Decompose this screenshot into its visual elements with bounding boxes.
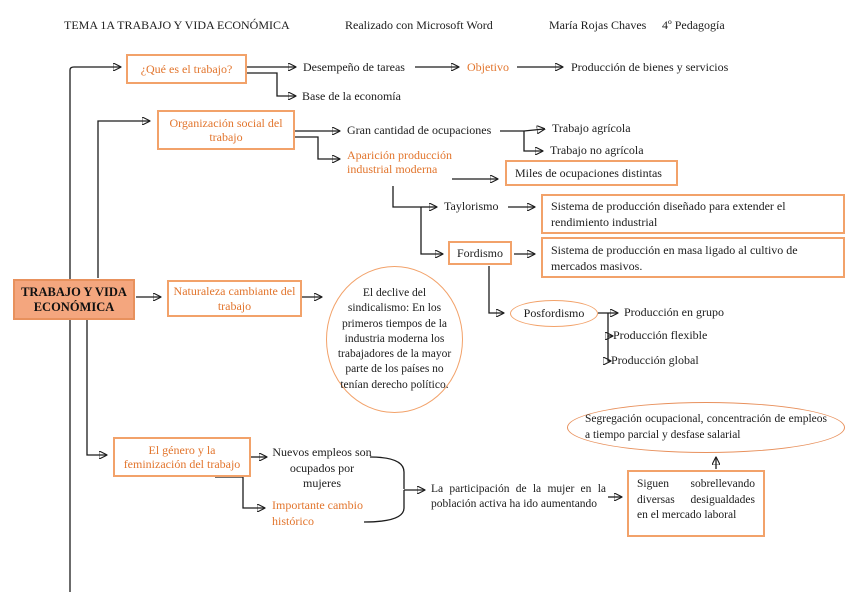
node-segregacion-ocupacional: Segregación ocupacional, concentración d… bbox=[567, 402, 845, 453]
made-with-note: Realizado con Microsoft Word bbox=[345, 18, 493, 32]
node-produccion-en-grupo: Producción en grupo bbox=[624, 305, 724, 319]
document-title: TEMA 1A TRABAJO Y VIDA ECONÓMICA bbox=[64, 18, 290, 32]
node-organizacion-social: Organización social del trabajo bbox=[157, 110, 295, 150]
node-declive-sindicalismo: El declive del sindicalismo: En los prim… bbox=[326, 266, 463, 413]
author-course: 4º Pedagogía bbox=[662, 18, 725, 32]
author-name: María Rojas Chaves bbox=[549, 18, 647, 32]
node-gran-cantidad-ocupaciones: Gran cantidad de ocupaciones bbox=[347, 123, 492, 137]
node-posfordismo: Posfordismo bbox=[510, 300, 598, 327]
connector-posfordismo-global bbox=[608, 336, 610, 361]
node-root: TRABAJO Y VIDA ECONÓMICA bbox=[13, 279, 135, 320]
connector-trunk-to-b1 bbox=[69, 67, 120, 592]
node-objetivo: Objetivo bbox=[467, 60, 509, 74]
connector-b4-importante bbox=[215, 476, 264, 508]
connector-to-fordismo bbox=[420, 207, 442, 254]
connector-bracket-bottom bbox=[363, 490, 405, 523]
segregacion-ocupacional-text: Segregación ocupacional, concentración d… bbox=[585, 413, 827, 441]
node-base-economia: Base de la economía bbox=[302, 89, 401, 103]
connector-root-to-b4 bbox=[86, 320, 106, 455]
node-fordismo-definicion: Sistema de producción en masa ligado al … bbox=[541, 237, 845, 278]
node-desempeno-de-tareas: Desempeño de tareas bbox=[303, 60, 405, 74]
node-participacion-mujer: La participación de la mujer en la pobla… bbox=[431, 483, 606, 510]
node-produccion-flexible: Producción flexible bbox=[613, 328, 708, 342]
connector-b1-base bbox=[247, 72, 295, 96]
declive-sindicalismo-text: El declive del sindicalismo: En los prim… bbox=[337, 286, 452, 391]
node-que-es-el-trabajo: ¿Qué es el trabajo? bbox=[126, 54, 247, 84]
connector-root-to-b2 bbox=[97, 121, 149, 278]
node-naturaleza-cambiante: Naturaleza cambiante del trabajo bbox=[167, 280, 302, 317]
node-taylorismo: Taylorismo bbox=[444, 199, 499, 213]
connector-b2-aparicion bbox=[295, 136, 339, 159]
node-genero-feminizacion: El género y la feminización del trabajo bbox=[113, 437, 251, 477]
node-importante-cambio: Importante cambio histórico bbox=[272, 498, 363, 528]
connector-fork-agricola bbox=[523, 129, 544, 131]
posfordismo-label: Posfordismo bbox=[523, 305, 585, 320]
node-aparicion-produccion-industrial: Aparición producción industrial moderna bbox=[347, 148, 452, 176]
node-produccion-global: Producción global bbox=[611, 353, 699, 367]
node-nuevos-empleos: Nuevos empleos son ocupados por mujeres bbox=[272, 445, 372, 490]
connector-bracket-top bbox=[369, 456, 405, 489]
node-produccion-bienes-servicios: Producción de bienes y servicios bbox=[571, 60, 729, 74]
connector-fork-no-agricola bbox=[523, 131, 542, 151]
node-fordismo: Fordismo bbox=[448, 241, 512, 265]
node-miles-ocupaciones: Miles de ocupaciones distintas bbox=[505, 160, 678, 186]
node-siguen-desigualdades: Siguen sobrellevando diversas desigualda… bbox=[627, 470, 765, 537]
node-taylorismo-definicion: Sistema de producción diseñado para exte… bbox=[541, 194, 845, 234]
node-trabajo-no-agricola: Trabajo no agrícola bbox=[550, 143, 644, 157]
node-trabajo-agricola: Trabajo agrícola bbox=[552, 121, 631, 135]
connector-aparicion-down bbox=[392, 186, 421, 208]
connector-fordismo-posfordismo bbox=[488, 266, 503, 313]
connector-posfordismo-flexible bbox=[608, 313, 612, 336]
